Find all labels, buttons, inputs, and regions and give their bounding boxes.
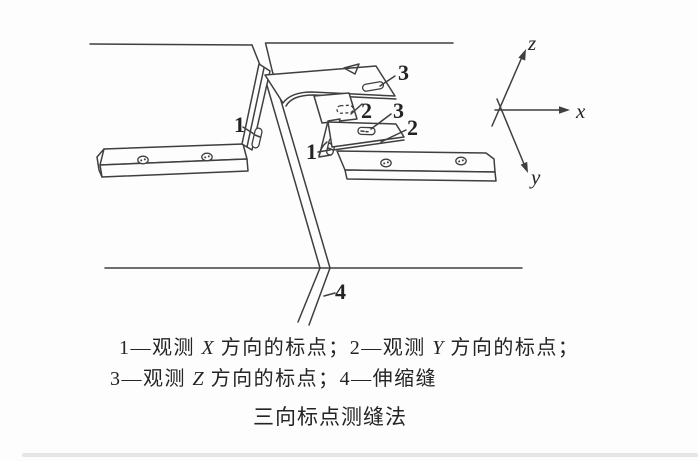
- label-marker-3-lower: 3: [393, 98, 404, 123]
- leader-marker-2-lower: [380, 129, 407, 143]
- marker-3-slot-lower-dashes: [360, 130, 369, 133]
- label-marker-4: 4: [335, 279, 346, 304]
- label-marker-2-lower: 2: [407, 115, 418, 140]
- leader-marker-3-upper: [379, 75, 396, 87]
- x-axis-label: x: [575, 99, 586, 123]
- left-anchor-plate: [96, 143, 249, 178]
- leader-marker-3-lower: [370, 113, 392, 130]
- marker-1-slot-left: [251, 127, 263, 149]
- label-marker-2-upper: 2: [361, 98, 372, 123]
- upper-bracket-top-plate: [264, 65, 396, 104]
- right-plate-front-face: [344, 169, 497, 182]
- marker-3-slot-upper: [361, 81, 385, 92]
- coordinate-axes: x z y: [491, 31, 586, 189]
- leader-marker-1-left: [242, 126, 255, 135]
- left-plate-end-bevel: [96, 148, 105, 178]
- label-marker-3-upper: 3: [398, 60, 409, 85]
- y-axis-line: [496, 98, 525, 165]
- leader-lines: [242, 75, 407, 297]
- marker-1-slot-left-hatch: [254, 134, 261, 138]
- upper-bracket-plate-lip: [285, 94, 397, 107]
- z-axis-label: z: [527, 31, 536, 55]
- lower-bracket-bend: [318, 141, 328, 157]
- leader-marker-4: [323, 292, 336, 297]
- upper-bracket-web: [313, 92, 358, 124]
- x-axis-arrowhead: [559, 106, 570, 114]
- screw-icon: [201, 152, 213, 162]
- right-anchor-plate: [336, 150, 497, 182]
- lower-bracket-plate-lip: [332, 139, 405, 151]
- wall-lines: [89, 42, 523, 269]
- y-axis-label: y: [529, 165, 541, 189]
- figure-title: 三向标点测缝法: [253, 405, 407, 429]
- screw-icon: [455, 156, 467, 166]
- leader-marker-1-right: [317, 149, 331, 153]
- left-plate-front-face: [99, 158, 249, 178]
- joint-left-edge: [251, 44, 321, 323]
- right-plate-top-face: [336, 150, 496, 173]
- screw-icon: [380, 158, 392, 168]
- marker-2-slot-hidden: [336, 104, 354, 114]
- joint-right-edge: [264, 42, 331, 326]
- upper-bracket-flange-thickness: [246, 67, 265, 148]
- lower-angle-bracket: [318, 118, 405, 158]
- expansion-joint: [251, 42, 331, 326]
- label-marker-1-right: 1: [306, 139, 317, 164]
- y-axis-arrowhead: [520, 161, 528, 173]
- z-axis-arrowhead: [518, 49, 526, 61]
- label-marker-1-left: 1: [234, 112, 245, 137]
- page-edge-shadow: [22, 453, 698, 457]
- upper-wall-left-line: [89, 43, 253, 46]
- plate-triangle-hole: [343, 63, 360, 75]
- z-axis-line: [491, 56, 523, 127]
- part-labels: 1 1 2 2 3 3 4: [234, 60, 418, 304]
- upper-z-bracket: [241, 63, 397, 151]
- caption-line-2: 3—观测 Z 方向的标点；4—伸缩缝: [110, 368, 438, 390]
- leader-marker-2-upper: [350, 103, 363, 115]
- caption-line-1: 1—观测 X 方向的标点；2—观测 Y 方向的标点；: [119, 337, 580, 359]
- screw-icon: [137, 155, 149, 165]
